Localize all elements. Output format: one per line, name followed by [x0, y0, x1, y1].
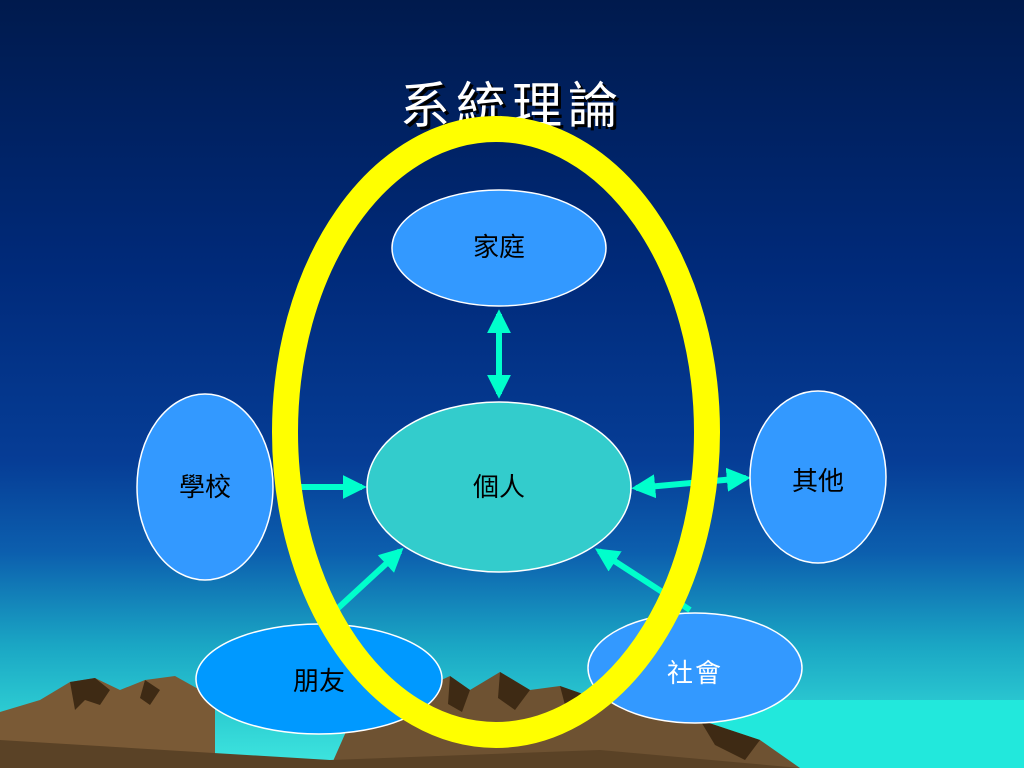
node-label: 其他: [792, 467, 844, 497]
node-individual: 個人: [366, 401, 632, 573]
arrow-friends-individual: [333, 547, 404, 613]
node-label: 家庭: [473, 233, 525, 263]
node-family: 家庭: [391, 189, 607, 307]
node-school: 學校: [136, 393, 274, 581]
node-label: 個人: [473, 473, 525, 503]
node-other: 其他: [749, 390, 887, 564]
node-label: 學校: [179, 473, 231, 503]
highlight-ring: [272, 116, 720, 748]
node-label: 社會: [667, 659, 723, 689]
mountain-range: [0, 672, 800, 768]
node-label: 朋友: [293, 667, 345, 697]
